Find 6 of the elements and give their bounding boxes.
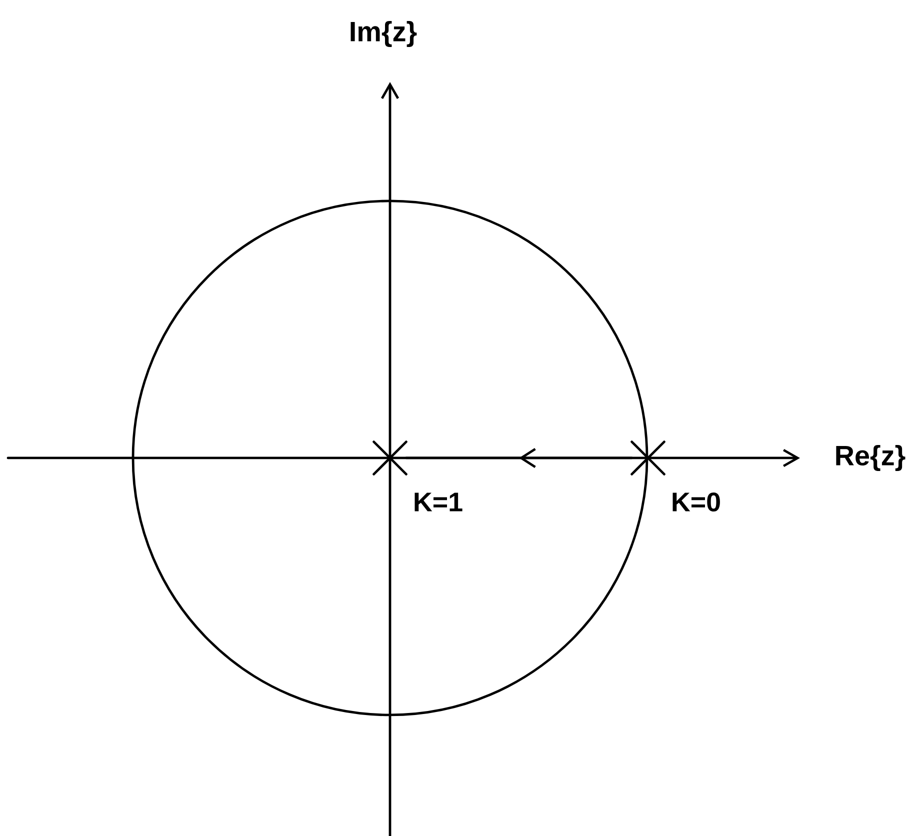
gain-label: K=1 (414, 492, 462, 512)
axis-label: Re{z} (836, 445, 906, 471)
axis-label: Im{z} (350, 21, 417, 47)
pole-marker (630, 440, 666, 476)
gain-label: K=0 (672, 492, 720, 512)
pole-marker (372, 440, 408, 476)
